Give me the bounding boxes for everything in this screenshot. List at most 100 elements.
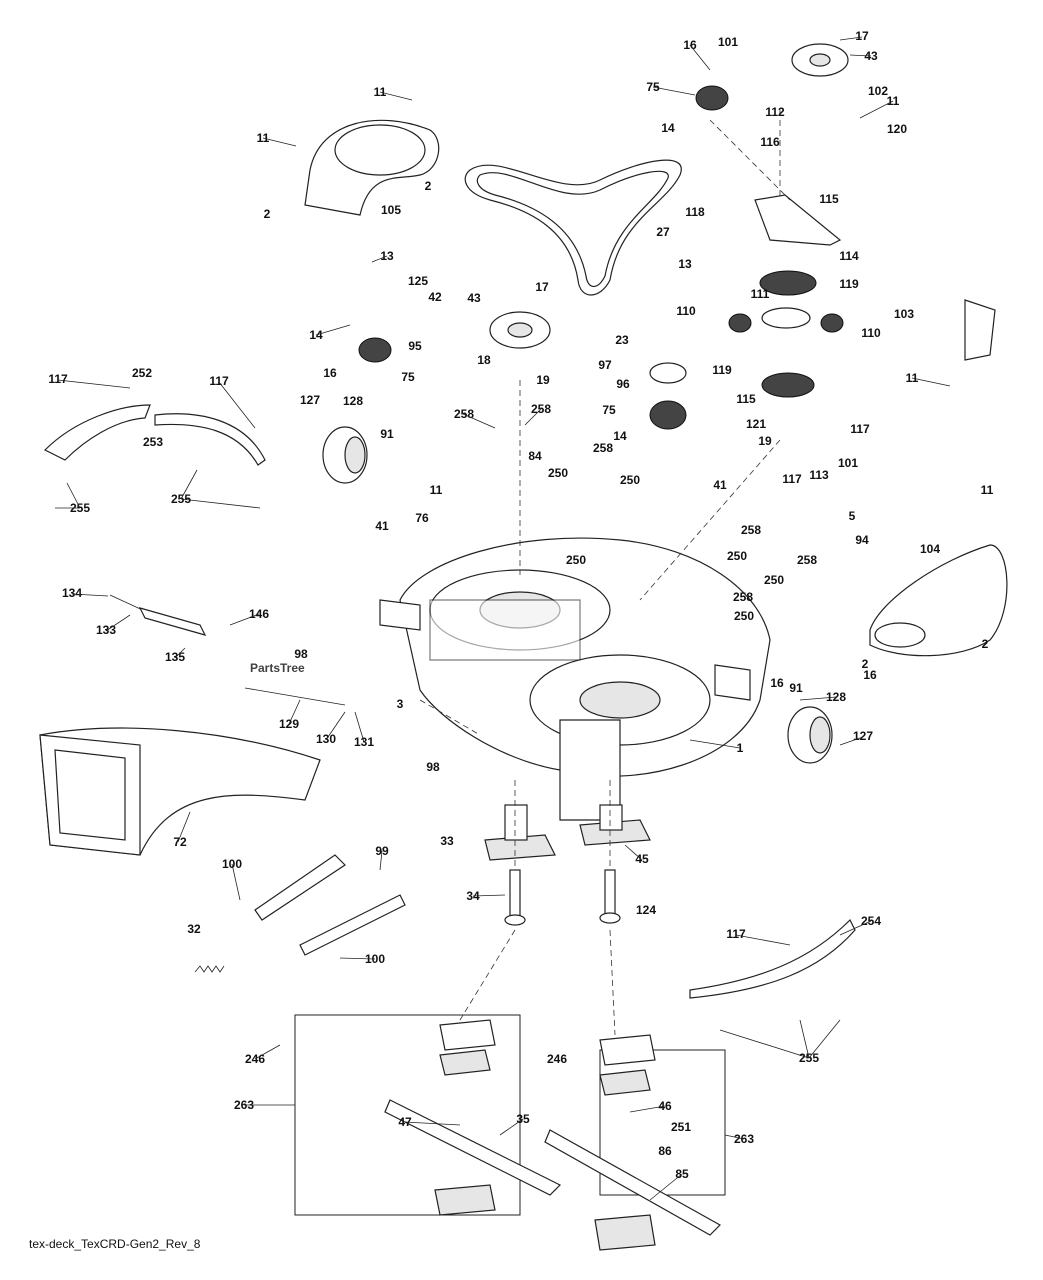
deck-shell [379, 537, 771, 821]
callout-11: 11 [430, 483, 443, 497]
callout-19: 19 [536, 373, 550, 387]
callout-23: 23 [615, 333, 629, 347]
rod-129 [244, 687, 346, 706]
callout-118: 118 [685, 205, 705, 219]
callout-114: 114 [839, 249, 859, 263]
callout-124: 124 [636, 903, 656, 917]
leader-line [735, 934, 791, 946]
pulley-75-mid [649, 400, 687, 430]
leader-line [524, 408, 542, 426]
watermark: PartsTree [250, 661, 305, 675]
callout-14: 14 [661, 121, 675, 135]
spindle-45 [579, 804, 651, 846]
leader-line [689, 44, 711, 71]
callout-96: 96 [616, 377, 630, 391]
callout-263: 263 [734, 1132, 754, 1146]
callout-5: 5 [849, 509, 856, 523]
leader-line [325, 711, 346, 741]
leader-line [839, 36, 863, 41]
callout-11: 11 [887, 94, 900, 108]
pulley-75-top [695, 85, 729, 111]
callout-258: 258 [531, 402, 551, 416]
leader-line [404, 1121, 461, 1126]
callout-113: 113 [809, 468, 829, 482]
callout-146: 146 [249, 607, 269, 621]
callout-255: 255 [70, 501, 90, 515]
callout-2: 2 [425, 179, 432, 193]
spindle-33 [484, 804, 556, 861]
leader-line [911, 377, 951, 387]
leader-line [315, 324, 351, 336]
callout-11: 11 [981, 483, 994, 497]
callout-251: 251 [671, 1120, 691, 1134]
leader-line [105, 614, 131, 632]
callout-100: 100 [365, 952, 385, 966]
leader-line [839, 736, 864, 746]
callout-14: 14 [613, 429, 627, 443]
leader-line [71, 593, 109, 597]
spindle-shaft-34 [504, 869, 526, 926]
link-arm-99 [254, 854, 406, 956]
leader-line [462, 413, 496, 429]
leader-line [859, 100, 894, 119]
callout-3: 3 [397, 697, 404, 711]
callout-86: 86 [658, 1144, 672, 1158]
callout-131: 131 [354, 735, 374, 749]
leader-line [379, 850, 383, 871]
leader-line [177, 811, 191, 843]
callout-121: 121 [746, 417, 766, 431]
belt-cover-right [869, 544, 1008, 657]
callout-117: 117 [782, 472, 802, 486]
callout-101: 101 [838, 456, 858, 470]
leader-line [229, 613, 260, 626]
assembly-lines [419, 110, 791, 1036]
leader-line [689, 739, 741, 749]
callout-135: 135 [165, 650, 185, 664]
callout-258: 258 [593, 441, 613, 455]
callout-133: 133 [96, 623, 116, 637]
callout-258: 258 [741, 523, 761, 537]
gear-110-right [820, 313, 844, 333]
leader-line [799, 1019, 810, 1059]
gear-119-lower [761, 372, 815, 398]
leader-line [218, 381, 256, 429]
callout-253: 253 [143, 435, 163, 449]
baffle-254 [689, 918, 856, 999]
callout-99: 99 [375, 844, 389, 858]
callout-130: 130 [316, 732, 336, 746]
leader-line [624, 844, 643, 861]
callout-111: 111 [751, 287, 770, 301]
callout-98: 98 [294, 647, 308, 661]
gear-110-left [728, 313, 752, 333]
callout-134: 134 [62, 586, 82, 600]
idler-pulley-43-center [489, 311, 551, 349]
callout-75: 75 [602, 403, 616, 417]
callout-115: 115 [819, 192, 839, 206]
callout-125: 125 [408, 274, 428, 288]
callout-115: 115 [736, 392, 756, 406]
callout-119: 119 [839, 277, 859, 291]
callout-246: 246 [547, 1052, 567, 1066]
callout-127: 127 [300, 393, 320, 407]
callout-110: 110 [861, 326, 881, 340]
callout-97: 97 [598, 358, 612, 372]
leader-line [849, 54, 872, 57]
callout-16: 16 [323, 366, 337, 380]
callout-46: 46 [658, 1099, 672, 1113]
callout-250: 250 [566, 553, 586, 567]
callout-128: 128 [826, 690, 846, 704]
callout-16: 16 [863, 668, 877, 682]
callout-117: 117 [726, 927, 746, 941]
callout-76: 76 [415, 511, 429, 525]
callout-105: 105 [381, 203, 401, 217]
callout-128: 128 [343, 394, 363, 408]
baffle-252 [43, 404, 151, 461]
callout-119: 119 [712, 363, 732, 377]
callout-42: 42 [428, 290, 442, 304]
callout-33: 33 [440, 834, 454, 848]
callout-85: 85 [675, 1167, 689, 1181]
callout-72: 72 [173, 835, 187, 849]
leader-line [254, 1044, 281, 1060]
callout-13: 13 [380, 249, 394, 263]
callout-250: 250 [548, 466, 568, 480]
